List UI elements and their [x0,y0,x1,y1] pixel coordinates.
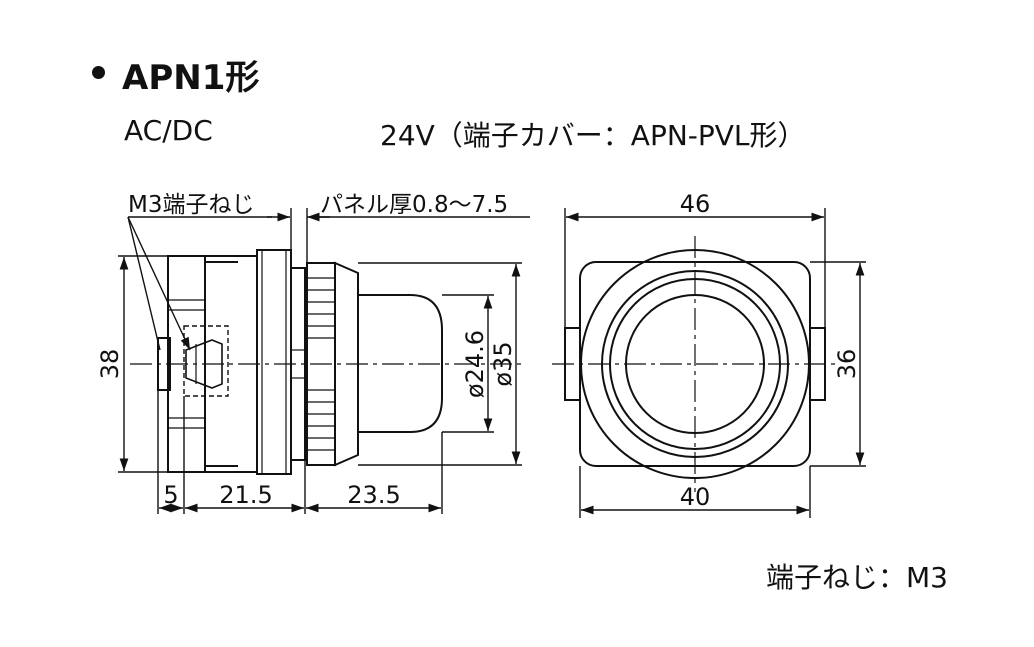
dim-35-label: ø35 [489,341,517,386]
model-title: APN1形 [122,58,260,98]
dim-front [564,208,866,518]
dim-bottom [157,390,443,514]
voltage-type: AC/DC [124,114,213,147]
terminal-screw-label: M3端子ねじ [128,192,254,218]
heading-bullet [92,66,105,79]
terminal-screw-note: 端子ねじ：M3 [766,561,948,594]
dim-diameters [358,262,522,466]
dim-46-label: 46 [680,190,711,218]
dim-215-label: 21.5 [219,481,272,509]
dim-246-label: ø24.6 [461,330,489,398]
label-leaders [127,208,530,351]
dim-235-label: 23.5 [347,481,400,509]
panel-thickness-label: パネル厚0.8～7.5 [320,192,508,218]
dim-38-label: 38 [96,349,124,380]
dim-36-label: 36 [833,349,861,380]
dim-5-label: 5 [163,481,178,509]
voltage-detail: 24V（端子カバー：APN-PVL形） [380,119,806,152]
front-center-lines [552,236,838,492]
side-view [157,249,443,475]
lens-dome [358,294,443,433]
mounting-ring [256,249,306,475]
knurled-bezel [306,261,359,467]
dim-40-label: 40 [680,483,711,511]
dim-38 [118,255,168,473]
